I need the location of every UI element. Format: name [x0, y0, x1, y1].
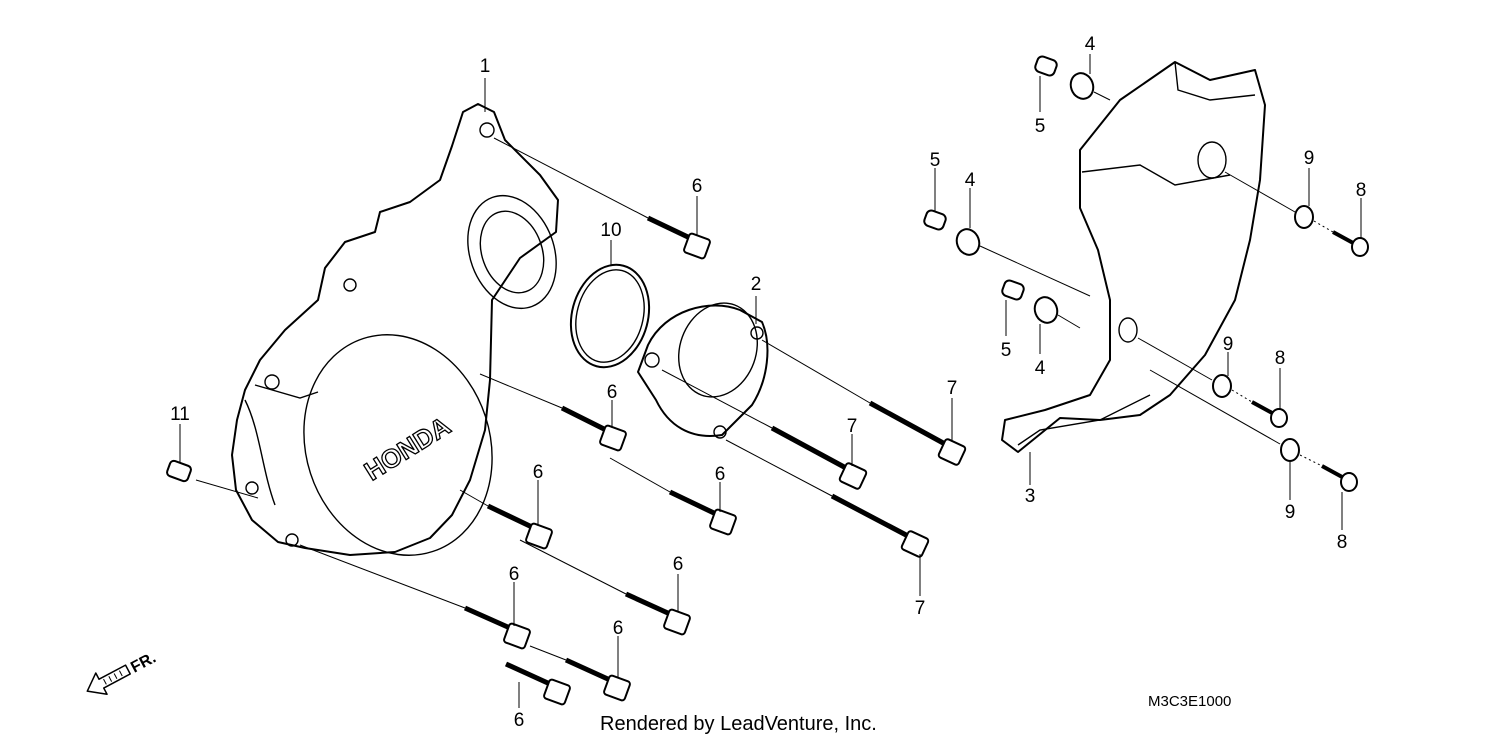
bolt[interactable] — [463, 605, 531, 650]
credit-text: Rendered by LeadVenture, Inc. — [600, 713, 877, 735]
left-crankcase-cover[interactable]: HONDA — [231, 103, 571, 580]
callout-6: 6 — [613, 618, 624, 639]
callout-7: 7 — [915, 598, 926, 619]
callout-6: 6 — [692, 176, 703, 197]
callout-2: 2 — [751, 274, 762, 295]
bolt[interactable] — [668, 489, 737, 536]
callout-6: 6 — [673, 554, 684, 575]
callout-3: 3 — [1025, 486, 1036, 507]
callout-11: 11 — [170, 404, 190, 425]
grommet[interactable] — [1067, 70, 1097, 102]
callout-9: 9 — [1223, 334, 1234, 355]
collar[interactable] — [1034, 55, 1058, 77]
bolt[interactable] — [770, 425, 868, 490]
callout-6: 6 — [715, 464, 726, 485]
callout-4: 4 — [1085, 34, 1096, 55]
bolt[interactable] — [486, 503, 553, 550]
bolt[interactable] — [868, 400, 967, 466]
front-direction-indicator: FR. — [86, 649, 159, 695]
callout-10: 10 — [600, 220, 621, 241]
callout-8: 8 — [1275, 348, 1286, 369]
diagram-code: M3C3E1000 — [1148, 693, 1231, 710]
outer-cover[interactable] — [1001, 61, 1266, 453]
bolt[interactable] — [560, 405, 627, 452]
bolt[interactable] — [646, 215, 711, 260]
washer[interactable] — [1294, 205, 1314, 229]
callout-4: 4 — [1035, 358, 1046, 379]
grommet[interactable] — [953, 226, 983, 258]
collar[interactable] — [1001, 279, 1025, 301]
callout-9: 9 — [1304, 148, 1315, 169]
callout-5: 5 — [930, 150, 941, 171]
bolt[interactable] — [624, 591, 691, 636]
callout-6: 6 — [533, 462, 544, 483]
cap[interactable] — [637, 292, 770, 439]
screw[interactable] — [1251, 400, 1288, 428]
callout-4: 4 — [965, 170, 976, 191]
screw[interactable] — [1332, 230, 1369, 257]
dowel-pin[interactable] — [166, 459, 192, 483]
grommet[interactable] — [1031, 294, 1061, 326]
leader-lines — [179, 54, 1362, 708]
bolt[interactable] — [504, 661, 571, 706]
screw[interactable] — [1321, 464, 1358, 492]
collar[interactable] — [923, 209, 947, 231]
callout-7: 7 — [847, 416, 858, 437]
callout-6: 6 — [509, 564, 520, 585]
callout-labels: 1 2 3 4 4 4 5 5 5 6 6 6 6 6 6 6 6 7 7 7 … — [170, 34, 1366, 731]
callout-6: 6 — [514, 710, 525, 731]
bolt[interactable] — [830, 493, 930, 558]
callout-7: 7 — [947, 378, 958, 399]
washer[interactable] — [1280, 438, 1300, 462]
callout-5: 5 — [1001, 340, 1012, 361]
callout-6: 6 — [607, 382, 618, 403]
callout-8: 8 — [1356, 180, 1367, 201]
callout-8: 8 — [1337, 532, 1348, 553]
arrow-left-icon — [86, 664, 131, 695]
o-ring[interactable] — [560, 256, 660, 376]
callout-5: 5 — [1035, 116, 1046, 137]
washer[interactable] — [1212, 374, 1232, 398]
bolt[interactable] — [564, 657, 631, 702]
callout-9: 9 — [1285, 502, 1296, 523]
callout-1: 1 — [480, 56, 491, 77]
direction-label: FR. — [128, 649, 159, 676]
